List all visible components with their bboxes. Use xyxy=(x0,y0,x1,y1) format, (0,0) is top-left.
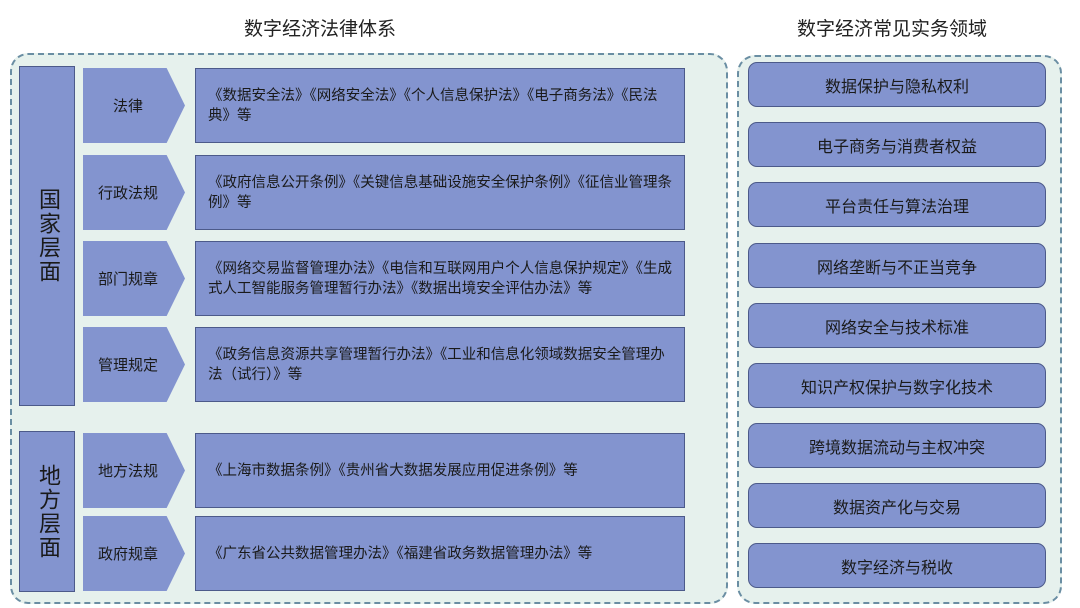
national-level-label: 国家层面 xyxy=(35,188,60,284)
category-government-rules: 政府规章 xyxy=(83,516,185,591)
category-label: 政府规章 xyxy=(97,545,158,563)
category-departmental-rules: 部门规章 xyxy=(83,241,185,316)
content-law: 《数据安全法》《网络安全法》《个人信息保护法》《电子商务法》《民法典》等 xyxy=(195,68,685,143)
domain-item: 电子商务与消费者权益 xyxy=(748,122,1046,167)
content-government-rules: 《广东省公共数据管理办法》《福建省政务数据管理办法》等 xyxy=(195,516,685,591)
national-level-block: 国家层面 xyxy=(19,66,75,406)
content-local-regulations: 《上海市数据条例》《贵州省大数据发展应用促进条例》等 xyxy=(195,433,685,508)
content-text: 《数据安全法》《网络安全法》《个人信息保护法》《电子商务法》《民法典》等 xyxy=(208,87,658,124)
local-level-block: 地方层面 xyxy=(19,431,75,592)
domain-item: 数据资产化与交易 xyxy=(748,483,1046,528)
local-level-label: 地方层面 xyxy=(35,463,60,560)
content-departmental-rules: 《网络交易监督管理办法》《电信和互联网用户个人信息保护规定》《生成式人工智能服务… xyxy=(195,241,685,316)
domain-item: 知识产权保护与数字化技术 xyxy=(748,363,1046,408)
domain-item: 数据保护与隐私权利 xyxy=(748,62,1046,107)
content-text: 《上海市数据条例》《贵州省大数据发展应用促进条例》等 xyxy=(208,462,578,479)
category-label: 行政法规 xyxy=(97,184,158,202)
domain-item: 网络垄断与不正当竞争 xyxy=(748,243,1046,288)
category-local-regulations: 地方法规 xyxy=(83,433,185,508)
content-management-provisions: 《政务信息资源共享管理暂行办法》《工业和信息化领域数据安全管理办法（试行）》等 xyxy=(195,327,685,402)
domain-item: 数字经济与税收 xyxy=(748,543,1046,588)
category-management-provisions: 管理规定 xyxy=(83,327,185,402)
content-text: 《广东省公共数据管理办法》《福建省政务数据管理办法》等 xyxy=(208,545,593,562)
domain-item: 跨境数据流动与主权冲突 xyxy=(748,423,1046,468)
category-label: 管理规定 xyxy=(97,356,158,374)
content-administrative-regulations: 《政府信息公开条例》《关键信息基础设施安全保护条例》《征信业管理条例》等 xyxy=(195,155,685,230)
domain-item: 平台责任与算法治理 xyxy=(748,182,1046,227)
content-text: 《网络交易监督管理办法》《电信和互联网用户个人信息保护规定》《生成式人工智能服务… xyxy=(208,260,672,297)
domain-item: 网络安全与技术标准 xyxy=(748,303,1046,348)
category-label: 法律 xyxy=(112,97,143,115)
practice-areas-title: 数字经济常见实务领域 xyxy=(796,18,987,40)
category-label: 部门规章 xyxy=(97,270,158,288)
category-law: 法律 xyxy=(83,68,185,143)
content-text: 《政府信息公开条例》《关键信息基础设施安全保护条例》《征信业管理条例》等 xyxy=(208,174,672,211)
category-label: 地方法规 xyxy=(97,462,158,480)
content-text: 《政务信息资源共享管理暂行办法》《工业和信息化领域数据安全管理办法（试行）》等 xyxy=(208,346,665,383)
category-administrative-regulations: 行政法规 xyxy=(83,155,185,230)
legal-system-title: 数字经济法律体系 xyxy=(243,18,396,40)
